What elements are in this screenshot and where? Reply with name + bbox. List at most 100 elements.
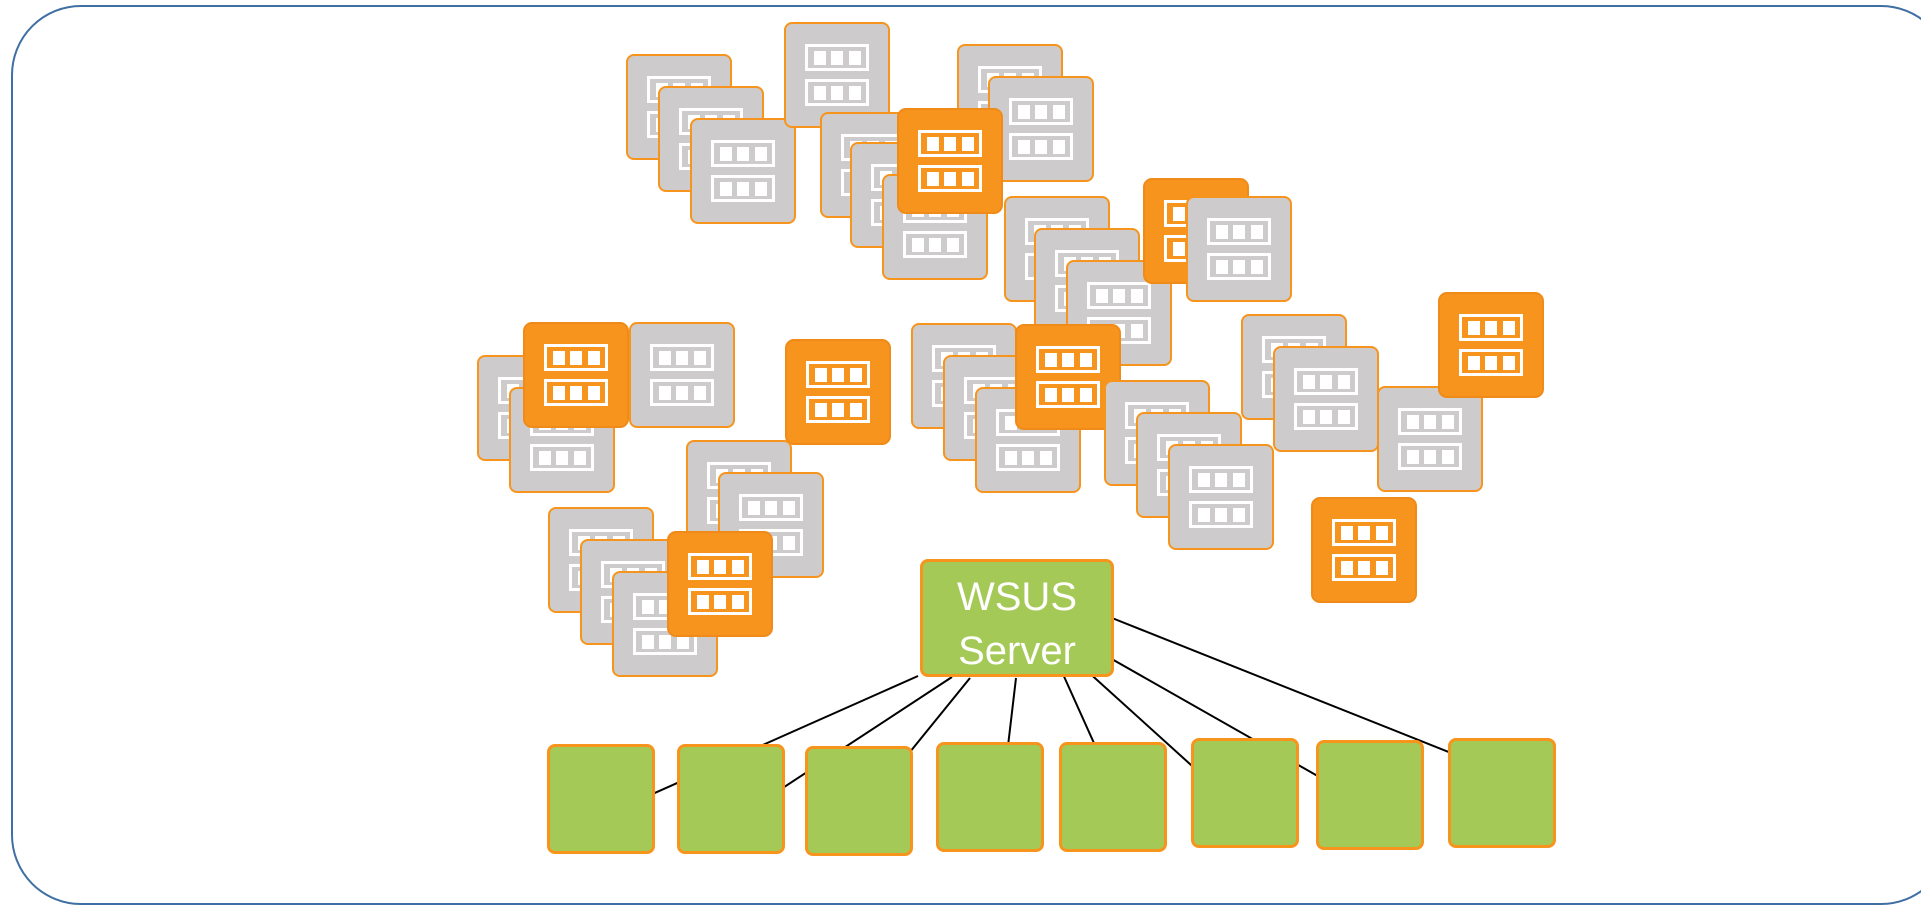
client-computer [547, 744, 655, 854]
drive-slot [696, 594, 709, 609]
drive-slot [1113, 288, 1125, 303]
drive-slot [1320, 409, 1332, 424]
drive-slot [641, 634, 654, 649]
drive-slot [849, 402, 862, 417]
drive-slot [1232, 507, 1245, 522]
client-computer [936, 742, 1044, 852]
rack-unit [1009, 98, 1073, 125]
rack-unit [711, 175, 775, 202]
drive-slot [1337, 409, 1350, 424]
drive-slot [570, 385, 582, 400]
drive-slot [926, 171, 939, 186]
drive-slot [1197, 507, 1210, 522]
drive-slot [1172, 206, 1185, 221]
drive-slot [719, 181, 732, 196]
server-rack-icon [1015, 324, 1121, 430]
drive-slot [911, 237, 924, 252]
rack-unit [1009, 133, 1073, 160]
drive-slot [676, 385, 688, 400]
server-rack-icon [1311, 497, 1417, 603]
server-rack-icon [1377, 386, 1483, 492]
drive-slot [1340, 525, 1353, 540]
rack-unit [1398, 408, 1462, 435]
drive-slot [587, 385, 600, 400]
rack-unit [918, 130, 982, 157]
drive-slot [1467, 320, 1480, 335]
drive-slot [754, 181, 767, 196]
rack-unit [1294, 403, 1358, 430]
drive-slot [1004, 450, 1017, 465]
drive-slot [1233, 224, 1245, 239]
wsus-label-line1: WSUS [957, 575, 1077, 619]
server-rack-icon [1273, 346, 1379, 452]
drive-slot [1233, 259, 1245, 274]
client-computer [1059, 742, 1167, 852]
rack-unit [805, 44, 869, 71]
drive-slot [1441, 414, 1454, 429]
rack-unit [1294, 368, 1358, 395]
rack-unit [805, 79, 869, 106]
drive-slot [731, 594, 744, 609]
drive-slot [1320, 374, 1332, 389]
drive-slot [946, 237, 959, 252]
server-rack-icon [897, 108, 1003, 214]
drive-slot [961, 171, 974, 186]
rack-unit [650, 379, 714, 406]
rack-unit [996, 444, 1060, 471]
rack-unit [633, 628, 697, 655]
drive-slot [1302, 374, 1315, 389]
drive-slot [731, 559, 744, 574]
client-computer [1448, 738, 1556, 848]
rack-unit [806, 361, 870, 388]
client-computer [1316, 740, 1424, 850]
drive-slot [1035, 104, 1047, 119]
drive-slot [1197, 472, 1210, 487]
server-rack-icon [690, 118, 796, 224]
drive-slot [1215, 507, 1227, 522]
rack-unit [650, 344, 714, 371]
wsus-label-line2: Server [958, 629, 1076, 673]
client-computer [677, 744, 785, 854]
drive-slot [747, 500, 760, 515]
drive-slot [831, 85, 843, 100]
drive-slot [1250, 259, 1263, 274]
rack-unit [1036, 381, 1100, 408]
rack-unit [1189, 501, 1253, 528]
drive-slot [693, 385, 706, 400]
drive-slot [1044, 352, 1057, 367]
rack-unit [903, 231, 967, 258]
drive-slot [1406, 449, 1419, 464]
drive-slot [737, 181, 749, 196]
server-rack-icon [1168, 444, 1274, 550]
drive-slot [961, 136, 974, 151]
drive-slot [782, 535, 795, 550]
drive-slot [1215, 472, 1227, 487]
client-computer [805, 746, 913, 856]
server-rack-icon [523, 322, 629, 428]
drive-slot [754, 146, 767, 161]
drive-slot [714, 559, 726, 574]
drive-slot [538, 450, 551, 465]
drive-slot [1375, 560, 1388, 575]
drive-slot [1062, 352, 1074, 367]
drive-slot [552, 350, 565, 365]
drive-slot [658, 385, 671, 400]
drive-slot [573, 450, 586, 465]
server-rack-icon [629, 322, 735, 428]
drive-slot [849, 367, 862, 382]
rack-unit [544, 344, 608, 371]
drive-slot [693, 350, 706, 365]
drive-slot [1062, 387, 1074, 402]
drive-slot [1302, 409, 1315, 424]
drive-slot [1424, 414, 1436, 429]
drive-slot [641, 599, 654, 614]
drive-slot [1358, 525, 1370, 540]
drive-slot [1079, 352, 1092, 367]
server-rack-icon [1186, 196, 1292, 302]
rack-unit [530, 444, 594, 471]
drive-slot [1095, 288, 1108, 303]
drive-slot [814, 402, 827, 417]
drive-slot [556, 450, 568, 465]
drive-slot [552, 385, 565, 400]
rack-unit [1036, 346, 1100, 373]
